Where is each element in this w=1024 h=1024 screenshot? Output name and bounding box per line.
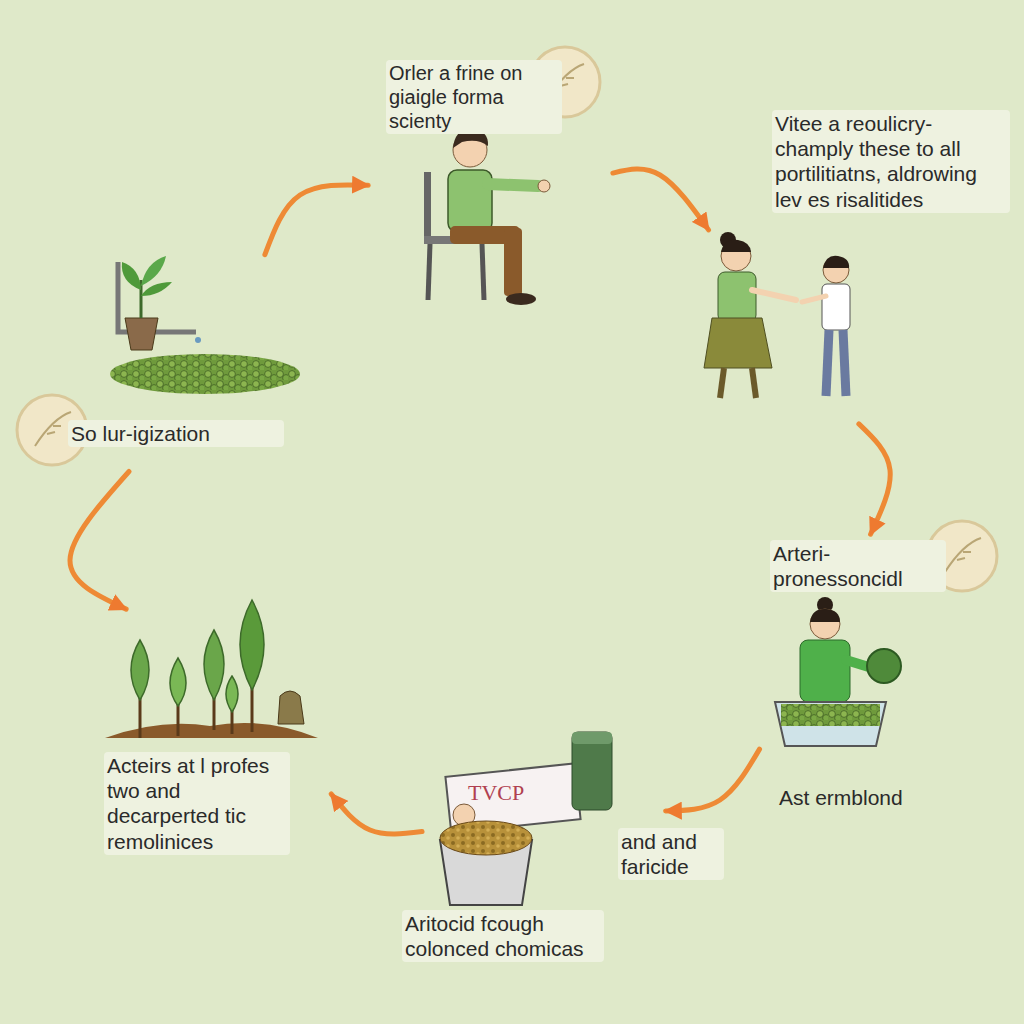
coin-icon-part (945, 538, 981, 572)
woman-and-child-figure-part (822, 284, 850, 330)
circle-inner-ring (672, 204, 908, 440)
stage-circle: Acteirs at l profes two and decarperted … (90, 560, 370, 840)
stage-circle: Arteri- pronessoncidlAst ermblond (710, 527, 960, 777)
cycle-arrow (70, 472, 129, 610)
woman-and-child-figure-part (826, 330, 829, 396)
trees-figure (105, 600, 318, 738)
woman-with-peas-figure-part (775, 702, 886, 746)
circle-outline (70, 235, 330, 495)
circle-ring (712, 529, 958, 775)
seated-man-figure-part (504, 228, 522, 296)
woman-and-child-figure-part (704, 318, 772, 368)
trees-figure-part (170, 658, 186, 706)
woman-and-child-figure (704, 232, 850, 398)
seated-man-figure-part (488, 184, 538, 186)
woman-and-child-figure-part (823, 256, 849, 268)
step-text: and and faricide (618, 828, 724, 880)
woman-with-peas-figure-part (810, 609, 840, 639)
chemicals-figure-part (572, 732, 612, 810)
cycle-arrow (613, 169, 709, 230)
circle-inner-ring (717, 534, 953, 770)
watering-plant-figure-part (141, 282, 172, 296)
woman-with-peas-figure-part (800, 640, 850, 702)
watering-plant-figure-part (110, 354, 300, 394)
package-label: TVCP (468, 780, 524, 806)
watering-plant-figure-part (141, 256, 166, 286)
trees-figure-part (131, 640, 149, 700)
woman-and-child-figure-part (721, 240, 751, 252)
step-text: So lur-igization (68, 420, 284, 447)
watering-plant-figure-part (195, 337, 201, 343)
step-note: Ast ermblond (776, 784, 932, 811)
chemicals-figure-part (440, 821, 532, 855)
seated-man-figure-part (424, 172, 431, 244)
coin-icon-part (35, 412, 71, 446)
seated-man-figure-part (506, 293, 536, 305)
trees-figure-part (204, 630, 224, 700)
stage-circle: and and faricideAritocid fcough colonced… (420, 710, 670, 960)
trees-figure-part (226, 676, 238, 712)
trees-figure-part (278, 691, 304, 724)
woman-and-child-figure-part (752, 290, 796, 300)
woman-and-child-figure-part (718, 272, 756, 322)
woman-and-child-figure-part (720, 368, 724, 398)
woman-and-child-figure-part (802, 296, 826, 302)
circle-ring (367, 45, 613, 291)
cycle-arrow (331, 794, 422, 834)
woman-with-peas-figure (775, 597, 901, 746)
seated-man-figure-part (428, 244, 430, 300)
seated-man-figure-part (482, 244, 484, 300)
step-note: Aritocid fcough colonced chomicas (402, 910, 604, 962)
stage-circle: Orler a frine on giaigle forma scienty (365, 43, 615, 293)
step-text: Acteirs at l profes two and decarperted … (104, 752, 290, 855)
circle-inner-ring (77, 242, 323, 488)
cycle-arrow (859, 424, 890, 534)
watering-plant-figure-part (125, 318, 158, 350)
cycle-arrow (666, 749, 760, 811)
woman-with-peas-figure-part (781, 704, 880, 726)
step-text: Arteri- pronessoncidl (770, 540, 946, 592)
circle-ring (667, 199, 913, 445)
cycle-arrow (265, 185, 368, 255)
woman-and-child-figure-part (843, 330, 846, 396)
step-text: Vitee a reoulicry- champly these to all … (772, 110, 1010, 213)
stage-circle: Vitee a reoulicry- champly these to all … (665, 197, 915, 447)
woman-with-peas-figure-part (810, 609, 840, 622)
circle-inner-ring (372, 50, 608, 286)
trees-figure-part (105, 723, 318, 738)
step-text: Orler a frine on giaigle forma scienty (386, 60, 562, 134)
woman-and-child-figure-part (752, 368, 756, 398)
circle-outline (665, 197, 915, 447)
watering-plant-figure (110, 256, 300, 394)
chemicals-figure (440, 732, 612, 905)
woman-with-peas-figure-part (867, 649, 901, 683)
watering-plant-figure-part (122, 262, 141, 290)
seated-man-figure (424, 130, 550, 305)
chemicals-figure-part (572, 732, 612, 744)
stage-circle: So lur-igization (70, 235, 330, 495)
seated-man-figure-part (538, 180, 550, 192)
trees-figure-part (240, 600, 264, 690)
circle-ring (72, 237, 328, 493)
